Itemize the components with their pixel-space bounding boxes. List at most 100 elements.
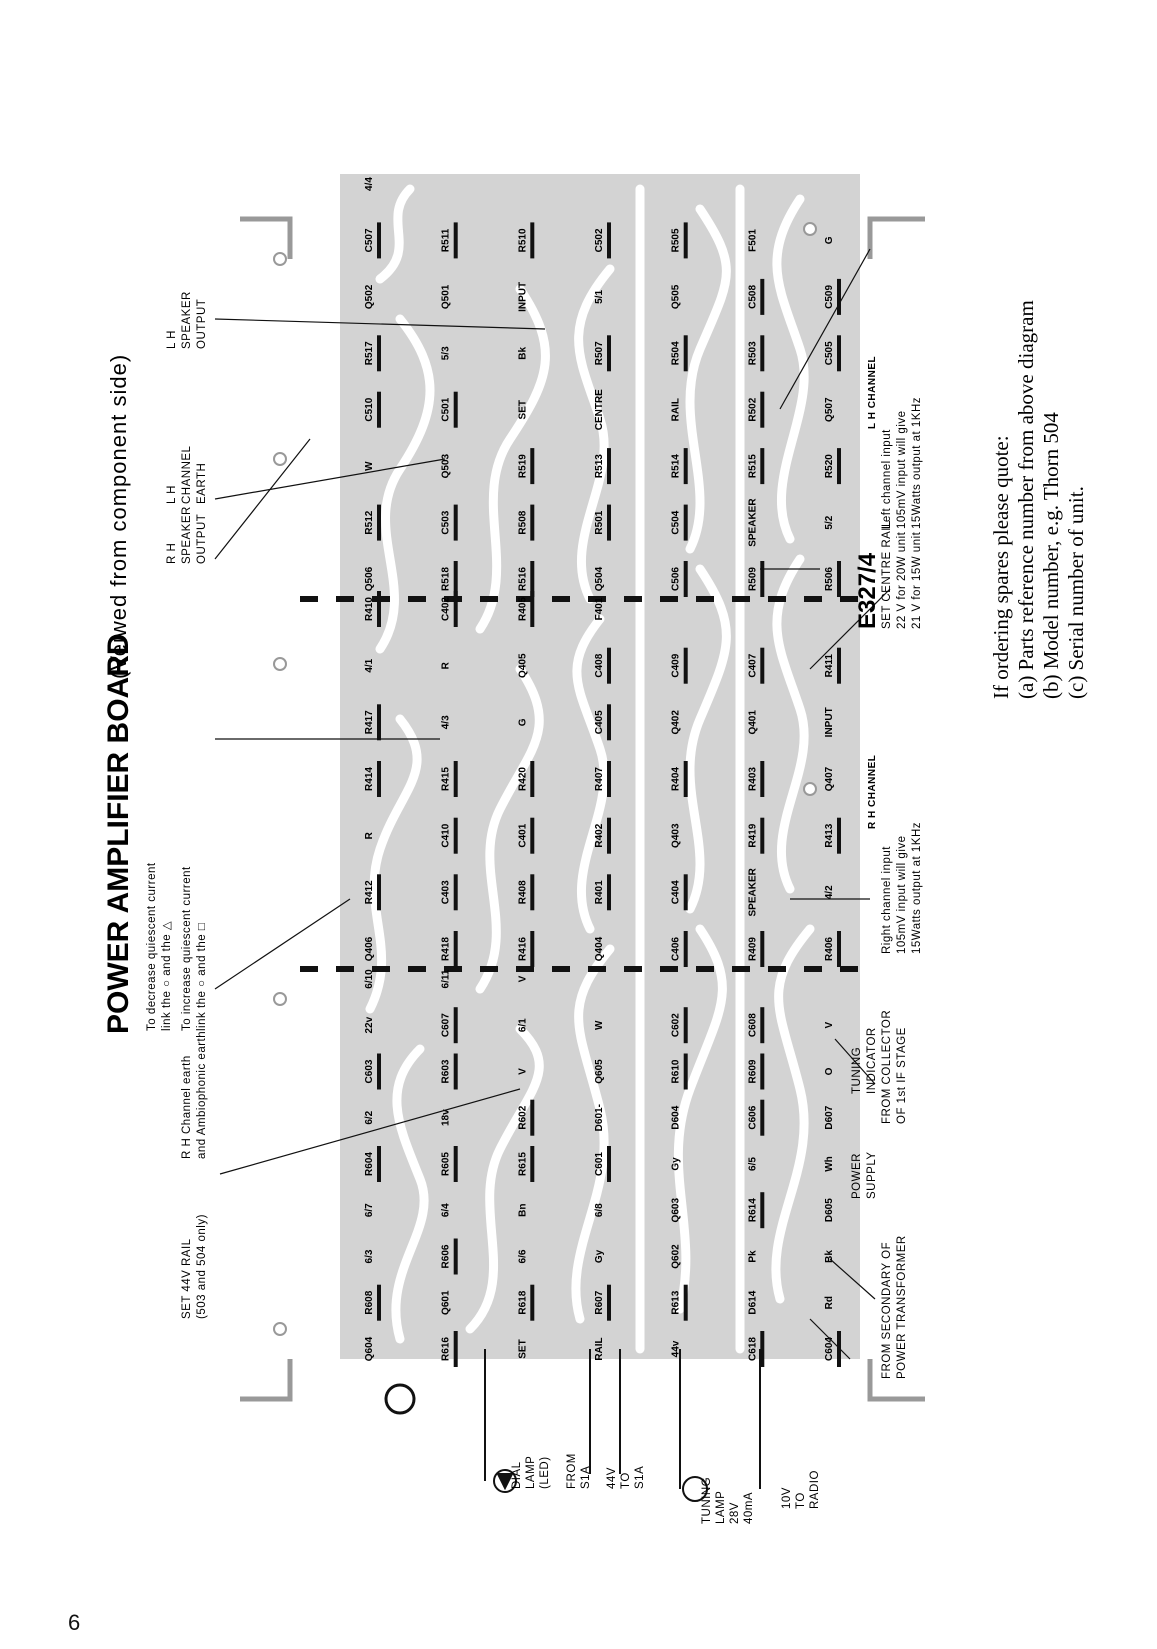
component-label: 6/4	[441, 1203, 452, 1217]
component-label: C404	[671, 880, 682, 904]
component-body	[683, 1284, 688, 1321]
component-label: C407	[747, 653, 758, 677]
note-transformer-1: FROM SECONDARY OF	[881, 1242, 893, 1379]
component-label: 18v	[441, 1109, 452, 1126]
note-dial-lamp-1: DIAL	[511, 1461, 523, 1489]
component-body	[530, 1146, 535, 1182]
component-label: Q403	[671, 823, 682, 848]
component-body	[453, 222, 458, 259]
component-body	[453, 817, 458, 854]
component-label: C410	[441, 823, 452, 847]
component-body	[453, 504, 458, 541]
component-body	[453, 931, 458, 967]
component-label: 6/5	[747, 1157, 758, 1171]
component-label: C602	[671, 1013, 682, 1037]
component-label: R415	[441, 767, 452, 791]
component-label: D605	[824, 1198, 835, 1222]
component-body	[760, 1007, 765, 1044]
spares-item-b: (b) Model number, e.g. Thorn 504	[1039, 412, 1063, 699]
component-label: V	[824, 1022, 835, 1029]
component-label: R404	[671, 767, 682, 791]
component-label: C401	[517, 823, 528, 847]
component-label: R401	[594, 880, 605, 904]
component-label: R605	[441, 1152, 452, 1176]
note-increase-2: link the ○ and the □	[196, 923, 208, 1031]
component-label: R608	[364, 1290, 375, 1314]
component-label: C406	[671, 937, 682, 961]
component-label: Bk	[517, 346, 528, 359]
component-body	[530, 817, 535, 854]
note-to-s1a-1: 44V	[606, 1467, 618, 1489]
component-body	[377, 504, 381, 541]
note-transformer-2: POWER TRANSFORMER	[896, 1235, 908, 1379]
component-body	[683, 561, 688, 597]
component-body	[837, 278, 841, 315]
component-label: INPUT	[824, 707, 835, 737]
component-body	[760, 761, 765, 797]
note-rh-speaker-1: R H	[166, 543, 178, 564]
component-label: R517	[364, 341, 375, 365]
component-label: R414	[364, 767, 375, 791]
note-lh-earth-3: EARTH	[196, 463, 208, 504]
note-set-rail-2: (503 and 504 only)	[196, 1214, 208, 1319]
component-label: R514	[671, 454, 682, 478]
component-body	[607, 647, 611, 684]
component-label: R610	[671, 1059, 682, 1083]
component-body	[530, 448, 535, 485]
component-label: Q506	[364, 566, 375, 591]
component-label: F501	[747, 229, 758, 252]
component-body	[453, 761, 458, 797]
component-label: W	[594, 1020, 605, 1030]
component-body	[530, 591, 535, 627]
note-decrease-1: To decrease quiescent current	[146, 862, 158, 1031]
component-label: R607	[594, 1290, 605, 1314]
component-body	[530, 761, 535, 797]
component-label: R512	[364, 510, 375, 534]
bottom-annotations: Left channel input 105mV input will give…	[851, 356, 923, 1379]
note-to-radio-3: RADIO	[809, 1470, 821, 1509]
note-lh-earth-1: L H	[166, 485, 178, 504]
component-body	[453, 1053, 458, 1090]
component-label: Q505	[671, 284, 682, 309]
component-body	[837, 817, 841, 854]
leader-lines	[214, 248, 891, 1360]
component-label: R615	[517, 1152, 528, 1176]
component-body	[377, 335, 381, 372]
label-rh-channel: R H CHANNEL	[867, 755, 878, 829]
component-body	[607, 1284, 611, 1321]
component-body	[607, 817, 611, 854]
component-body	[683, 222, 688, 259]
component-label: 5/3	[441, 346, 452, 360]
component-body	[530, 1099, 535, 1136]
circuit-board	[273, 174, 860, 1415]
note-lh-speaker-3: OUTPUT	[196, 299, 208, 349]
component-label: R602	[517, 1105, 528, 1129]
component-label: Q604	[364, 1336, 375, 1361]
component-body	[377, 1284, 381, 1321]
component-label: R409	[747, 937, 758, 961]
note-rh-earth-1: R H Channel earth	[181, 1055, 193, 1159]
note-right-input-2: 105mV input will give	[896, 835, 908, 954]
component-label: R417	[364, 710, 375, 734]
component-body	[683, 931, 688, 967]
component-label: 6/3	[364, 1249, 375, 1263]
component-label: V	[517, 975, 528, 982]
component-label: C501	[441, 397, 452, 421]
resistor-bars	[377, 222, 841, 1367]
component-label: R418	[441, 937, 452, 961]
component-label: G	[824, 236, 835, 244]
component-body	[530, 874, 535, 911]
component-label: R407	[594, 767, 605, 791]
component-label: RAIL	[671, 398, 682, 421]
note-left-input-3: 15Watts output at 1KHz	[911, 397, 923, 529]
component-body	[760, 1331, 765, 1367]
component-label: Q501	[441, 284, 452, 309]
component-label: C506	[671, 567, 682, 591]
component-label: R614	[747, 1198, 758, 1222]
component-label: R411	[824, 654, 835, 678]
component-body	[683, 335, 688, 372]
note-from-s1a-2: S1A	[580, 1466, 592, 1489]
component-body	[453, 874, 458, 911]
component-label: 4/4	[364, 177, 375, 191]
